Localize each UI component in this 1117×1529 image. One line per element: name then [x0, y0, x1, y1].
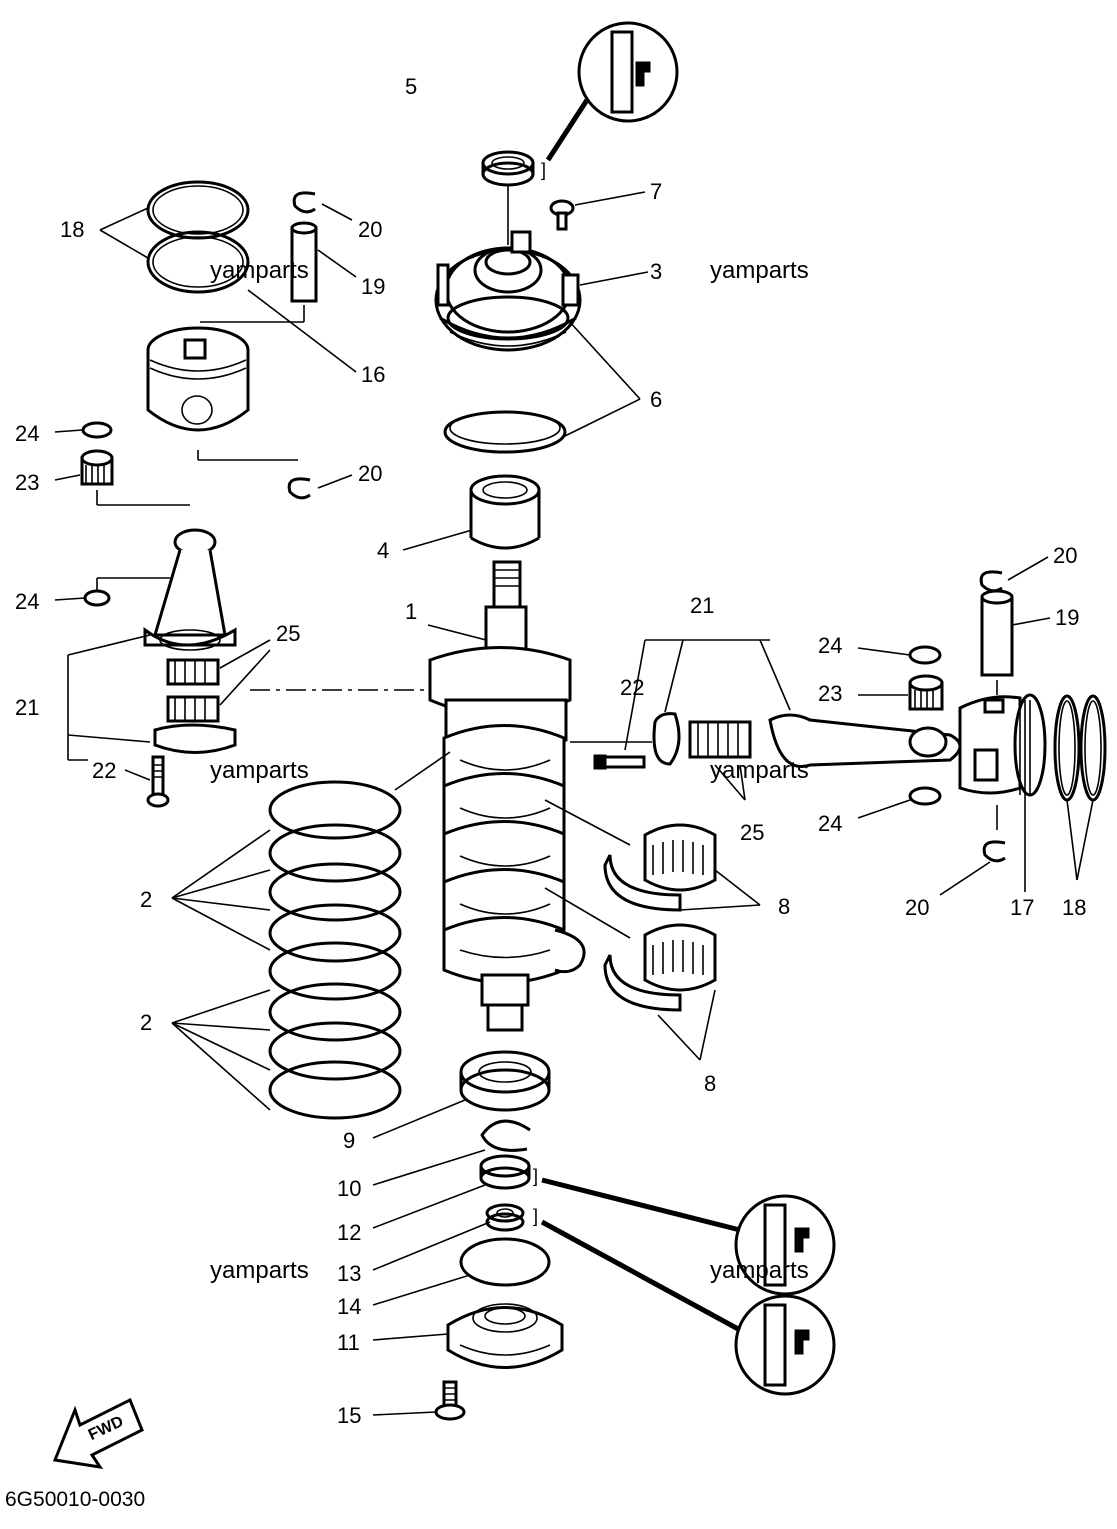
- label-part-2-lower: 2: [140, 1010, 153, 1035]
- seal-detail-callout-top: ]: [541, 21, 679, 180]
- bolt-7: [549, 191, 646, 231]
- diagram-code: 6G50010-0030: [5, 1488, 146, 1511]
- label-part-2-upper: 2: [140, 887, 153, 912]
- label-part-18-left: 18: [60, 217, 85, 242]
- watermark: yamparts: [210, 1257, 309, 1284]
- label-part-24-left-bottom: 24: [15, 589, 40, 614]
- oil-seal-5: [481, 150, 535, 245]
- bolt-22-left: [124, 755, 170, 808]
- label-part-22-left: 22: [92, 758, 117, 783]
- watermark: yamparts: [210, 257, 309, 284]
- watermark: yamparts: [710, 1257, 809, 1284]
- label-part-16: 16: [361, 362, 386, 387]
- crankshaft-1: [427, 560, 586, 1032]
- label-part-20-right-bottom: 20: [905, 895, 930, 920]
- label-part-4: 4: [377, 538, 390, 563]
- piston-rings-18-left: [99, 180, 250, 294]
- label-part-20-right-top: 20: [1053, 543, 1078, 568]
- label-part-19-left: 19: [361, 274, 386, 299]
- clip-20-left-bottom: [287, 474, 353, 500]
- label-part-13: 13: [337, 1261, 362, 1286]
- clip-20-left-top: [292, 191, 353, 221]
- o-ring-14: [372, 1237, 551, 1306]
- fwd-arrow-icon: [52, 1397, 144, 1470]
- label-part-8-lower: 8: [704, 1071, 717, 1096]
- piston-16-left: [146, 289, 357, 461]
- piston-17-right: [958, 693, 1047, 892]
- label-part-5: 5: [405, 74, 418, 99]
- piston-rings-2: [171, 751, 451, 1120]
- circlip-10: [372, 1119, 531, 1186]
- label-part-12: 12: [337, 1220, 362, 1245]
- label-part-20-left-bottom: 20: [358, 461, 383, 486]
- clip-20-right-bottom: [939, 840, 1006, 896]
- label-part-7: 7: [650, 179, 663, 204]
- seal-detail-callouts-bottom: [540, 1177, 836, 1396]
- washer-24-right-top: [857, 645, 942, 665]
- label-part-25-left: 25: [276, 621, 301, 646]
- conrod-left: [143, 528, 237, 651]
- watermark: yamparts: [710, 257, 809, 284]
- main-bearings-8: [544, 799, 761, 1061]
- label-part-25-right: 25: [740, 820, 765, 845]
- label-part-23-right: 23: [818, 681, 843, 706]
- label-part-6: 6: [650, 387, 663, 412]
- label-part-9: 9: [343, 1128, 356, 1153]
- label-part-8-upper: 8: [778, 894, 791, 919]
- label-part-24-left-top: 24: [15, 421, 40, 446]
- label-part-18-right: 18: [1062, 895, 1087, 920]
- watermark: yamparts: [710, 757, 809, 784]
- label-part-17: 17: [1010, 895, 1035, 920]
- label-part-23-left: 23: [15, 470, 40, 495]
- bearing-23-left: [54, 449, 190, 506]
- piston-pin-19-right: [980, 589, 1051, 695]
- conrod-cap-left: [67, 634, 237, 761]
- label-part-21-right: 21: [690, 593, 715, 618]
- bearing-23-right: [858, 674, 944, 711]
- conrod-assembly-right: [570, 639, 962, 801]
- label-part-3: 3: [650, 259, 663, 284]
- bearing-9: [372, 1050, 551, 1139]
- gasket-rings-6: [443, 295, 641, 454]
- piston-rings-18-right: [1053, 694, 1107, 881]
- bolt-15: [372, 1380, 466, 1421]
- housing-3: [434, 230, 649, 352]
- label-part-19-right: 19: [1055, 605, 1080, 630]
- svg-text:]: ]: [533, 1166, 538, 1186]
- oil-seal-13: ]: [372, 1203, 538, 1271]
- label-part-11: 11: [337, 1330, 360, 1355]
- bearing-4: [402, 474, 541, 551]
- label-part-10: 10: [337, 1176, 362, 1201]
- label-part-15: 15: [337, 1403, 362, 1428]
- svg-text:]: ]: [541, 160, 546, 180]
- housing-11: [372, 1303, 564, 1369]
- piston-pin-19-left: [200, 221, 357, 323]
- clip-20-right-top: [979, 556, 1049, 593]
- label-part-21-left: 21: [15, 695, 40, 720]
- label-part-14: 14: [337, 1294, 362, 1319]
- label-part-24-right-bottom: 24: [818, 811, 843, 836]
- washer-24-left-top: [54, 421, 113, 439]
- label-part-22-right: 22: [620, 675, 645, 700]
- washer-24-right-bottom: [857, 786, 942, 819]
- label-part-1: 1: [405, 599, 418, 624]
- needle-bearing-25-left: [166, 639, 271, 723]
- label-part-20-left-top: 20: [358, 217, 383, 242]
- label-part-24-right-top: 24: [818, 633, 843, 658]
- svg-text:]: ]: [533, 1206, 538, 1226]
- oil-seal-12: ]: [372, 1154, 538, 1229]
- washer-24-left-bottom: [54, 577, 170, 607]
- watermark: yamparts: [210, 757, 309, 784]
